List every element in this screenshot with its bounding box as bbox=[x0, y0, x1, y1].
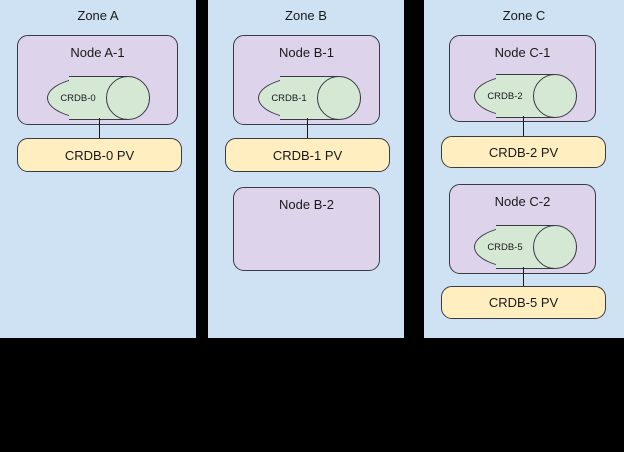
database-cylinder-crdb-0[interactable]: CRDB-0 bbox=[47, 76, 150, 120]
connector-node-c-2-to-crdb-5-pv bbox=[523, 267, 524, 288]
node-label-a-1: Node A-1 bbox=[70, 45, 125, 60]
node-box-c-1[interactable]: Node C-1 CRDB-2 bbox=[449, 35, 596, 122]
node-label-c-1: Node C-1 bbox=[494, 45, 551, 60]
pv-box-crdb-0[interactable]: CRDB-0 PV bbox=[17, 138, 182, 172]
database-cylinder-crdb-1[interactable]: CRDB-1 bbox=[258, 76, 361, 120]
zone-label-a: Zone A bbox=[77, 8, 119, 23]
database-label-crdb-0: CRDB-0 bbox=[60, 92, 96, 104]
node-box-c-2[interactable]: Node C-2 CRDB-5 bbox=[449, 184, 596, 274]
cylinder-end-cap bbox=[533, 225, 577, 269]
connector-node-b-1-to-crdb-1-pv bbox=[307, 118, 308, 140]
database-cylinder-crdb-5[interactable]: CRDB-5 bbox=[474, 225, 577, 269]
cylinder-end-cap bbox=[317, 76, 361, 120]
connector-node-c-1-to-crdb-2-pv bbox=[523, 116, 524, 138]
pv-box-crdb-1[interactable]: CRDB-1 PV bbox=[225, 138, 390, 172]
node-box-a-1[interactable]: Node A-1 CRDB-0 bbox=[17, 35, 178, 125]
pv-box-crdb-2[interactable]: CRDB-2 PV bbox=[441, 136, 606, 168]
zone-label-c: Zone C bbox=[502, 8, 546, 23]
database-label-crdb-2: CRDB-2 bbox=[487, 90, 523, 102]
cylinder-end-cap bbox=[106, 76, 150, 120]
node-label-b-1: Node B-1 bbox=[279, 45, 334, 60]
zone-label-b: Zone B bbox=[285, 8, 327, 23]
pv-box-crdb-5[interactable]: CRDB-5 PV bbox=[441, 286, 606, 319]
node-label-c-2: Node C-2 bbox=[494, 194, 551, 209]
node-box-b-2[interactable]: Node B-2 bbox=[233, 187, 380, 271]
connector-node-a-1-to-crdb-0-pv bbox=[99, 118, 100, 140]
node-label-b-2: Node B-2 bbox=[279, 197, 334, 212]
database-label-crdb-5: CRDB-5 bbox=[487, 241, 523, 253]
zone-container-c: Zone C Node C-1 CRDB-2 CRDB-2 PV Node C-… bbox=[424, 0, 624, 338]
zone-container-b: Zone B Node B-1 CRDB-1 CRDB-1 PV Node B-… bbox=[208, 0, 404, 338]
database-cylinder-crdb-2[interactable]: CRDB-2 bbox=[474, 74, 577, 118]
node-box-b-1[interactable]: Node B-1 CRDB-1 bbox=[233, 35, 380, 125]
cylinder-end-cap bbox=[533, 74, 577, 118]
database-label-crdb-1: CRDB-1 bbox=[271, 92, 307, 104]
zone-container-a: Zone A Node A-1 CRDB-0 CRDB-0 PV bbox=[0, 0, 196, 338]
